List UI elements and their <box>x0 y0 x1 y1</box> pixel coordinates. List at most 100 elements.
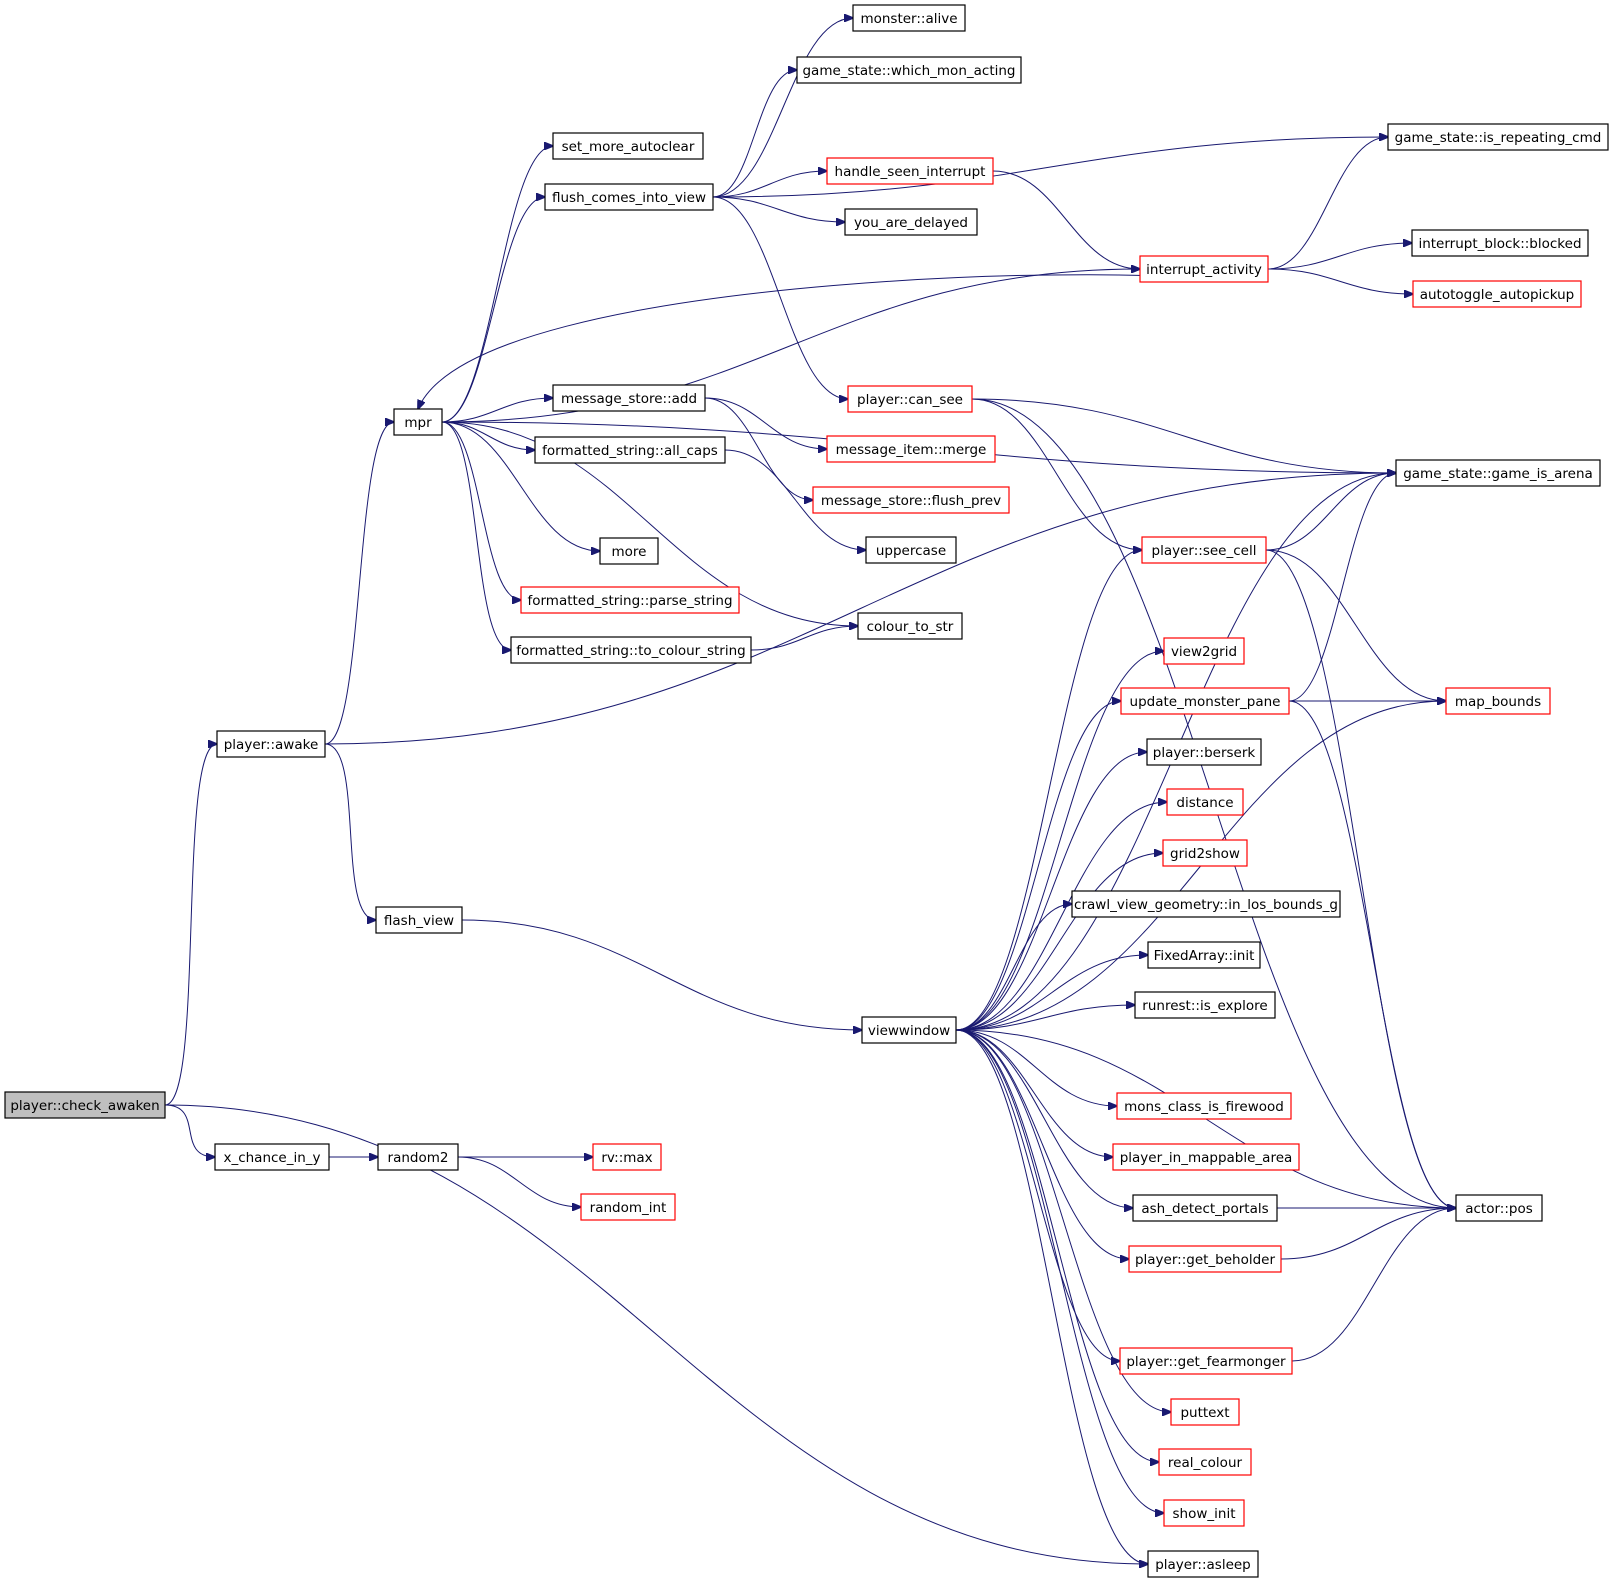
node-label: player::awake <box>224 737 319 753</box>
node-real_colour[interactable]: real_colour <box>1158 1448 1252 1476</box>
node-box <box>510 636 752 664</box>
node-monster_alive[interactable]: monster::alive <box>852 4 966 32</box>
node-box <box>216 730 326 758</box>
node-is_explore[interactable]: runrest::is_explore <box>1134 991 1276 1019</box>
node-flush[interactable]: flush_comes_into_view <box>544 183 714 211</box>
edge-viewwindow-to-grid2show <box>955 853 1163 1031</box>
node-label: interrupt_activity <box>1146 262 1262 278</box>
node-label: x_chance_in_y <box>223 1150 320 1166</box>
edge-can_see-to-see_cell <box>971 398 1142 550</box>
node-label: ash_detect_portals <box>1141 1201 1268 1217</box>
node-check_awaken[interactable]: player::check_awaken <box>4 1091 166 1119</box>
node-awake[interactable]: player::awake <box>216 730 326 758</box>
node-label: message_store::flush_prev <box>821 493 1001 509</box>
node-box <box>520 586 740 614</box>
node-actor_pos[interactable]: actor::pos <box>1455 1194 1543 1222</box>
node-uppercase[interactable]: uppercase <box>865 536 957 564</box>
node-box <box>852 4 966 32</box>
node-box <box>844 208 978 236</box>
node-box <box>1141 536 1267 564</box>
node-label: colour_to_str <box>867 619 954 635</box>
node-view2grid[interactable]: view2grid <box>1163 637 1245 665</box>
edge-viewwindow-to-view2grid <box>955 651 1164 1031</box>
node-label: uppercase <box>876 543 946 559</box>
node-box <box>1147 941 1261 969</box>
node-label: rv::max <box>601 1150 652 1166</box>
node-box <box>552 132 704 160</box>
node-flush_prev[interactable]: message_store::flush_prev <box>812 486 1010 514</box>
node-fearmonger[interactable]: player::get_fearmonger <box>1119 1347 1293 1375</box>
node-box <box>1128 1245 1282 1273</box>
node-label: view2grid <box>1171 644 1237 660</box>
node-firewood[interactable]: mons_class_is_firewood <box>1116 1092 1292 1120</box>
node-grid2show[interactable]: grid2show <box>1162 839 1248 867</box>
node-flash_view[interactable]: flash_view <box>375 906 463 934</box>
node-in_los[interactable]: crawl_view_geometry::in_los_bounds_g <box>1071 890 1341 918</box>
node-berserk[interactable]: player::berserk <box>1146 738 1262 766</box>
edge-mpr-to-more <box>441 421 600 551</box>
node-box <box>592 1143 662 1171</box>
edge-flush-to-delayed <box>712 196 845 222</box>
node-box <box>534 436 726 464</box>
node-show_init[interactable]: show_init <box>1163 1499 1245 1527</box>
edge-viewwindow-to-distance <box>955 802 1167 1031</box>
node-box <box>812 486 1010 514</box>
node-label: grid2show <box>1170 846 1240 862</box>
node-colour_to_str[interactable]: colour_to_str <box>857 612 963 640</box>
edge-viewwindow-to-real_colour <box>955 1029 1159 1462</box>
node-label: game_state::is_repeating_cmd <box>1395 130 1602 146</box>
node-set_more[interactable]: set_more_autoclear <box>552 132 704 160</box>
node-box <box>4 1091 166 1119</box>
node-can_see[interactable]: player::can_see <box>847 385 973 413</box>
node-ash[interactable]: ash_detect_portals <box>1132 1194 1278 1222</box>
node-update_pane[interactable]: update_monster_pane <box>1120 687 1290 715</box>
node-beholder[interactable]: player::get_beholder <box>1128 1245 1282 1273</box>
edge-all_caps-to-uppercase <box>724 449 866 550</box>
node-box <box>1445 687 1551 715</box>
nodes-layer: player::check_awaken player::awakex_chanc… <box>4 4 1609 1578</box>
node-repeating[interactable]: game_state::is_repeating_cmd <box>1387 123 1609 151</box>
node-parse_string[interactable]: formatted_string::parse_string <box>520 586 740 614</box>
node-random2[interactable]: random2 <box>377 1143 459 1171</box>
node-random_int[interactable]: random_int <box>580 1193 676 1221</box>
node-box <box>1146 738 1262 766</box>
node-label: game_state::game_is_arena <box>1403 466 1593 482</box>
node-delayed[interactable]: you_are_delayed <box>844 208 978 236</box>
node-handle_seen[interactable]: handle_seen_interrupt <box>826 157 994 185</box>
node-label: formatted_string::to_colour_string <box>516 643 745 659</box>
edge-viewwindow-to-see_cell <box>955 550 1142 1031</box>
node-label: player::see_cell <box>1152 543 1257 559</box>
node-more[interactable]: more <box>599 537 659 565</box>
node-rvmax[interactable]: rv::max <box>592 1143 662 1171</box>
node-all_caps[interactable]: formatted_string::all_caps <box>534 436 726 464</box>
node-to_colour[interactable]: formatted_string::to_colour_string <box>510 636 752 664</box>
node-mi_merge[interactable]: message_item::merge <box>826 435 996 463</box>
edge-viewwindow-to-firewood <box>955 1029 1117 1106</box>
node-mpr[interactable]: mpr <box>393 408 443 436</box>
edge-viewwindow-to-fearmonger <box>955 1029 1120 1361</box>
node-mappable[interactable]: player_in_mappable_area <box>1112 1143 1300 1171</box>
node-box <box>377 1143 459 1171</box>
edge-check_awaken-to-asleep <box>164 1104 1148 1564</box>
node-which_mon[interactable]: game_state::which_mon_acting <box>796 56 1022 84</box>
node-label: message_item::merge <box>836 442 987 458</box>
node-interrupt[interactable]: interrupt_activity <box>1139 255 1269 283</box>
node-autotoggle[interactable]: autotoggle_autopickup <box>1412 280 1582 308</box>
node-box <box>861 1016 957 1044</box>
node-box <box>1411 229 1589 257</box>
edge-flush-to-can_see <box>712 196 848 399</box>
node-arena[interactable]: game_state::game_is_arena <box>1395 459 1601 487</box>
node-box <box>1166 788 1244 816</box>
node-ib_blocked[interactable]: interrupt_block::blocked <box>1411 229 1589 257</box>
node-ms_add[interactable]: message_store::add <box>552 384 706 412</box>
node-viewwindow[interactable]: viewwindow <box>861 1016 957 1044</box>
node-asleep[interactable]: player::asleep <box>1147 1550 1259 1578</box>
node-fixedarray[interactable]: FixedArray::init <box>1147 941 1261 969</box>
node-x_chance[interactable]: x_chance_in_y <box>214 1143 330 1171</box>
node-see_cell[interactable]: player::see_cell <box>1141 536 1267 564</box>
node-map_bounds[interactable]: map_bounds <box>1445 687 1551 715</box>
node-distance[interactable]: distance <box>1166 788 1244 816</box>
node-puttext[interactable]: puttext <box>1170 1398 1240 1426</box>
node-label: crawl_view_geometry::in_los_bounds_g <box>1074 897 1338 913</box>
node-label: random2 <box>388 1150 449 1166</box>
